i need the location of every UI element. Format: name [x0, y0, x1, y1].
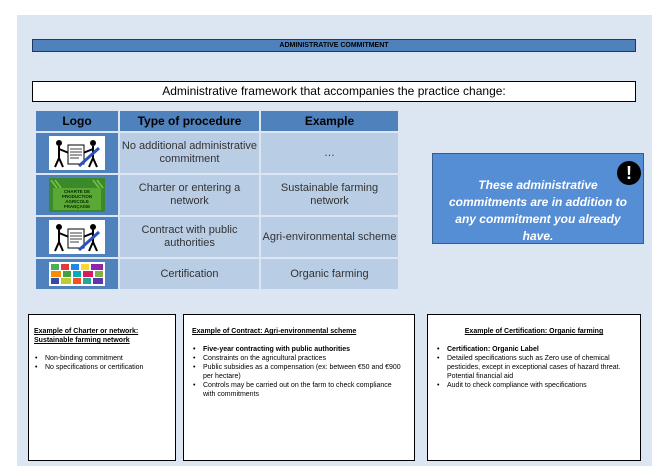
logo-cell [36, 133, 118, 173]
list-item: Constraints on the agricultural practice… [192, 354, 406, 363]
framework-heading: Administrative framework that accompanie… [32, 81, 636, 102]
charter-example-title: Example of Charter or network: Sustainab… [34, 328, 139, 344]
example-cell: Organic farming [261, 259, 398, 289]
handshake-contract-icon [49, 136, 105, 170]
list-item: Public subsidies as a compensation (ex: … [192, 363, 406, 381]
certification-example-list: Certification: Organic Label Detailed sp… [436, 345, 632, 390]
list-item: Controls may be carried out on the farm … [192, 381, 406, 399]
column-header-example: Example [261, 111, 398, 131]
logo-cell [36, 259, 118, 289]
certification-example-box: Example of Certification: Organic farmin… [427, 314, 641, 461]
example-cell: Sustainable farming network [261, 175, 398, 215]
charter-logo: CHARTE DE PRODUCTION AGRICOLE FRANÇAISE [49, 178, 105, 212]
charter-logo-text-4: FRANÇAISE [64, 204, 90, 209]
exclamation-icon: ! [617, 161, 641, 185]
procedure-cell: Certification [120, 259, 259, 289]
logo-cell [36, 217, 118, 257]
charter-logo-text-2: PRODUCTION [62, 194, 92, 199]
handshake-contract-icon [49, 220, 105, 254]
certification-labels-icon [49, 262, 105, 286]
procedure-table: Logo Type of procedure Example [34, 109, 400, 291]
list-item: Audit to check compliance with specifica… [436, 381, 632, 390]
column-header-procedure: Type of procedure [120, 111, 259, 131]
note-callout: These administrative commitments are in … [432, 153, 644, 244]
table-row: Contract with public authorities Agri-en… [36, 217, 398, 257]
contract-example-list: Five-year contracting with public author… [192, 345, 406, 399]
charter-example-list: Non-binding commitment No specifications… [34, 354, 170, 372]
contract-example-box: Example of Contract: Agri-environmental … [183, 314, 415, 461]
note-text: These administrative commitments are in … [448, 178, 628, 243]
table-header-row: Logo Type of procedure Example [36, 111, 398, 131]
example-cell: … [261, 133, 398, 173]
list-item: Non-binding commitment [34, 354, 170, 363]
example-cell: Agri-environmental scheme [261, 217, 398, 257]
table-row: Certification Organic farming [36, 259, 398, 289]
list-item: Certification: Organic Label [436, 345, 632, 354]
list-item: Detailed specifications such as Zero use… [436, 354, 632, 381]
logo-cell: CHARTE DE PRODUCTION AGRICOLE FRANÇAISE [36, 175, 118, 215]
list-item: No specifications or certification [34, 363, 170, 372]
page-title: ADMINISTRATIVE COMMITMENT [32, 39, 636, 52]
contract-example-title: Example of Contract: Agri-environmental … [192, 328, 357, 335]
procedure-cell: Contract with public authorities [120, 217, 259, 257]
table-row: CHARTE DE PRODUCTION AGRICOLE FRANÇAISE … [36, 175, 398, 215]
procedure-cell: No additional administrative commitment [120, 133, 259, 173]
column-header-logo: Logo [36, 111, 118, 131]
charter-logo-text-3: AGRICOLE [65, 199, 89, 204]
slide: ADMINISTRATIVE COMMITMENT Administrative… [17, 15, 652, 466]
list-item: Five-year contracting with public author… [192, 345, 406, 354]
certification-example-title: Example of Certification: Organic farmin… [464, 328, 604, 335]
table-row: No additional administrative commitment … [36, 133, 398, 173]
charter-example-box: Example of Charter or network: Sustainab… [28, 314, 176, 461]
procedure-cell: Charter or entering a network [120, 175, 259, 215]
charter-logo-text-1: CHARTE DE [64, 189, 90, 194]
